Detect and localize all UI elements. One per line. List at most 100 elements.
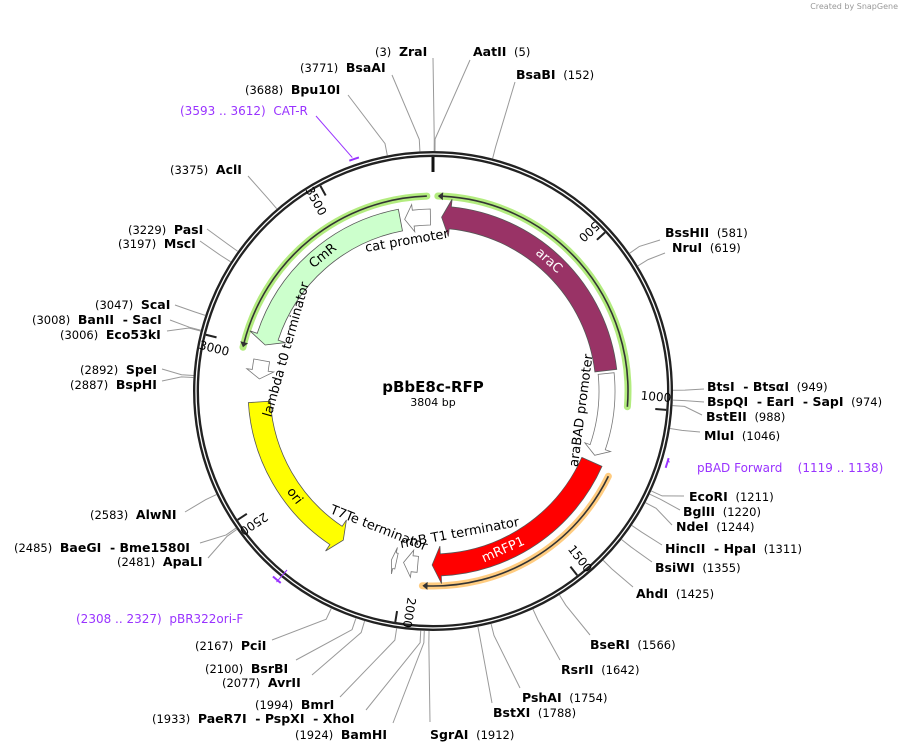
feature-highlight-arrowhead bbox=[422, 581, 428, 590]
enzyme-leader-line bbox=[477, 626, 493, 704]
primer-label[interactable]: (2308 .. 2327) pBR322ori-F bbox=[76, 612, 243, 626]
enzyme-position: (3375) bbox=[170, 163, 209, 177]
enzyme-site-label[interactable]: BspQI - EarI - SapI (974) bbox=[707, 395, 882, 410]
enzyme-name: BamHI bbox=[340, 727, 387, 742]
enzyme-position: (2100) bbox=[205, 662, 244, 676]
enzyme-position: (1912) bbox=[476, 728, 515, 742]
enzyme-name: BsaAI bbox=[345, 60, 386, 75]
enzyme-leader-line bbox=[339, 628, 398, 698]
enzyme-site-label[interactable]: BssHII (581) bbox=[665, 226, 748, 241]
primer-leader-line bbox=[315, 115, 353, 158]
enzyme-site-label[interactable]: PshAI (1754) bbox=[522, 691, 608, 706]
enzyme-site-label[interactable]: (3688) Bpu10I bbox=[245, 83, 340, 98]
enzyme-name: PciI bbox=[240, 638, 267, 653]
feature-highlight-line bbox=[243, 195, 427, 344]
enzyme-site-label[interactable]: MluI (1046) bbox=[704, 428, 780, 444]
enzyme-site-label[interactable]: RsrII (1642) bbox=[561, 663, 639, 678]
enzyme-position: (3229) bbox=[128, 223, 167, 237]
enzyme-site-label[interactable]: (1933) PaeR7I - PspXI - XhoI bbox=[152, 711, 355, 727]
primer-leader-line bbox=[276, 569, 288, 583]
enzyme-position: (2481) bbox=[117, 555, 156, 569]
enzyme-site-label[interactable]: BsiWI (1355) bbox=[655, 560, 741, 576]
enzyme-site-label[interactable]: NruI (619) bbox=[672, 240, 741, 256]
enzyme-name: BsiWI bbox=[655, 560, 695, 575]
enzyme-site-label[interactable]: BstXI (1788) bbox=[493, 706, 576, 721]
tick-mark bbox=[596, 231, 606, 241]
tick-label: 3000 bbox=[198, 338, 231, 359]
primer-marker bbox=[348, 156, 360, 162]
enzyme-site-label[interactable]: (1924) BamHI bbox=[295, 727, 387, 743]
enzyme-leader-line bbox=[206, 228, 239, 252]
enzyme-site-label[interactable]: NdeI (1244) bbox=[676, 520, 754, 535]
enzyme-name: NruI bbox=[672, 240, 703, 255]
enzyme-position: (3197) bbox=[118, 237, 157, 251]
enzyme-leader-line bbox=[295, 618, 357, 661]
enzyme-site-label[interactable]: EcoRI (1211) bbox=[689, 490, 774, 505]
enzyme-position: (3771) bbox=[300, 61, 339, 75]
enzyme-site-label[interactable]: (2892) SpeI bbox=[80, 363, 157, 378]
tick-mark bbox=[394, 610, 399, 623]
enzyme-leader-line bbox=[672, 405, 703, 416]
enzyme-position: (2077) bbox=[222, 676, 261, 690]
enzyme-site-label[interactable]: HincII - HpaI (1311) bbox=[665, 542, 802, 557]
enzyme-site-label[interactable]: (3008) BanII - SacI bbox=[32, 313, 162, 328]
enzyme-site-label[interactable]: (3006) Eco53kI bbox=[60, 328, 161, 343]
enzyme-site-label[interactable]: (3197) MscI bbox=[118, 236, 196, 252]
enzyme-position: (5) bbox=[514, 45, 531, 59]
enzyme-position: (1994) bbox=[255, 698, 294, 712]
enzyme-site-label[interactable]: (3771) BsaAI bbox=[300, 60, 386, 76]
enzyme-position: (1754) bbox=[569, 691, 608, 705]
enzyme-name: BglII bbox=[683, 504, 716, 519]
enzyme-site-label[interactable]: (2485) BaeGI - Bme1580I bbox=[14, 541, 190, 556]
enzyme-site-label[interactable]: (3) ZraI bbox=[375, 45, 427, 60]
enzyme-leader-line bbox=[669, 428, 701, 433]
enzyme-site-label[interactable]: (2481) ApaLI bbox=[117, 555, 203, 570]
enzyme-site-label[interactable]: BsaBI (152) bbox=[516, 68, 594, 83]
enzyme-leader-line bbox=[532, 608, 561, 661]
enzyme-name: BspHI bbox=[115, 377, 157, 392]
enzyme-position: (3047) bbox=[95, 298, 134, 312]
enzyme-name: PasI bbox=[173, 222, 204, 237]
enzyme-position: (2892) bbox=[80, 363, 119, 377]
enzyme-leader-line bbox=[621, 539, 653, 563]
enzyme-name: PaeR7I - PspXI - XhoI bbox=[197, 711, 355, 726]
tick-label: 2000 bbox=[400, 597, 419, 629]
primer-range: (3593 .. 3612) bbox=[180, 104, 266, 118]
enzyme-site-label[interactable]: (2100) BsrBI bbox=[205, 662, 288, 677]
enzyme-name: SgrAI bbox=[430, 727, 469, 742]
enzyme-site-label[interactable]: (3375) AclI bbox=[170, 163, 242, 178]
enzyme-site-label[interactable]: (3229) PasI bbox=[128, 222, 204, 238]
enzyme-leader-line bbox=[434, 59, 471, 152]
enzyme-leader-line bbox=[247, 175, 278, 210]
feature-highlight-arrowhead bbox=[437, 192, 444, 201]
enzyme-site-label[interactable]: BstEII (988) bbox=[706, 410, 785, 425]
enzyme-site-label[interactable]: (2887) BspHI bbox=[70, 377, 157, 393]
enzyme-site-label[interactable]: AhdI (1425) bbox=[636, 587, 714, 602]
enzyme-site-label[interactable]: (2583) AlwNI bbox=[90, 508, 177, 523]
enzyme-position: (1924) bbox=[295, 728, 334, 742]
primer-name: pBR322ori-F bbox=[169, 612, 244, 626]
enzyme-name: MscI bbox=[163, 236, 196, 251]
enzyme-site-label[interactable]: SgrAI (1912) bbox=[430, 727, 515, 743]
primer-label[interactable]: pBAD Forward (1119 .. 1138) bbox=[697, 461, 883, 475]
enzyme-site-label[interactable]: (2167) PciI bbox=[195, 638, 267, 654]
enzyme-site-label[interactable]: (3047) ScaI bbox=[95, 298, 170, 313]
enzyme-position: (1566) bbox=[637, 638, 676, 652]
feature-highlight-arrowhead bbox=[240, 341, 249, 348]
enzyme-site-label[interactable]: BglII (1220) bbox=[683, 504, 761, 520]
primer-label[interactable]: (3593 .. 3612) CAT-R bbox=[180, 104, 308, 118]
enzyme-leader-line bbox=[645, 502, 673, 526]
enzyme-position: (949) bbox=[796, 380, 828, 394]
enzyme-site-label[interactable]: (1994) BmrI bbox=[255, 698, 334, 713]
enzyme-site-label[interactable]: AatII (5) bbox=[473, 45, 531, 60]
enzyme-site-label[interactable]: BtsI - BtsαI (949) bbox=[707, 380, 828, 395]
plasmid-length: 3804 bp bbox=[410, 396, 456, 409]
enzyme-site-label[interactable]: BseRI (1566) bbox=[590, 638, 676, 653]
feature-t7te-terminator bbox=[391, 547, 399, 575]
enzyme-site-label[interactable]: (2077) AvrII bbox=[222, 676, 301, 691]
enzyme-name: MluI bbox=[704, 428, 735, 443]
enzyme-position: (1933) bbox=[152, 712, 191, 726]
enzyme-leader-line bbox=[649, 493, 681, 511]
tick-label: 3500 bbox=[302, 184, 329, 218]
